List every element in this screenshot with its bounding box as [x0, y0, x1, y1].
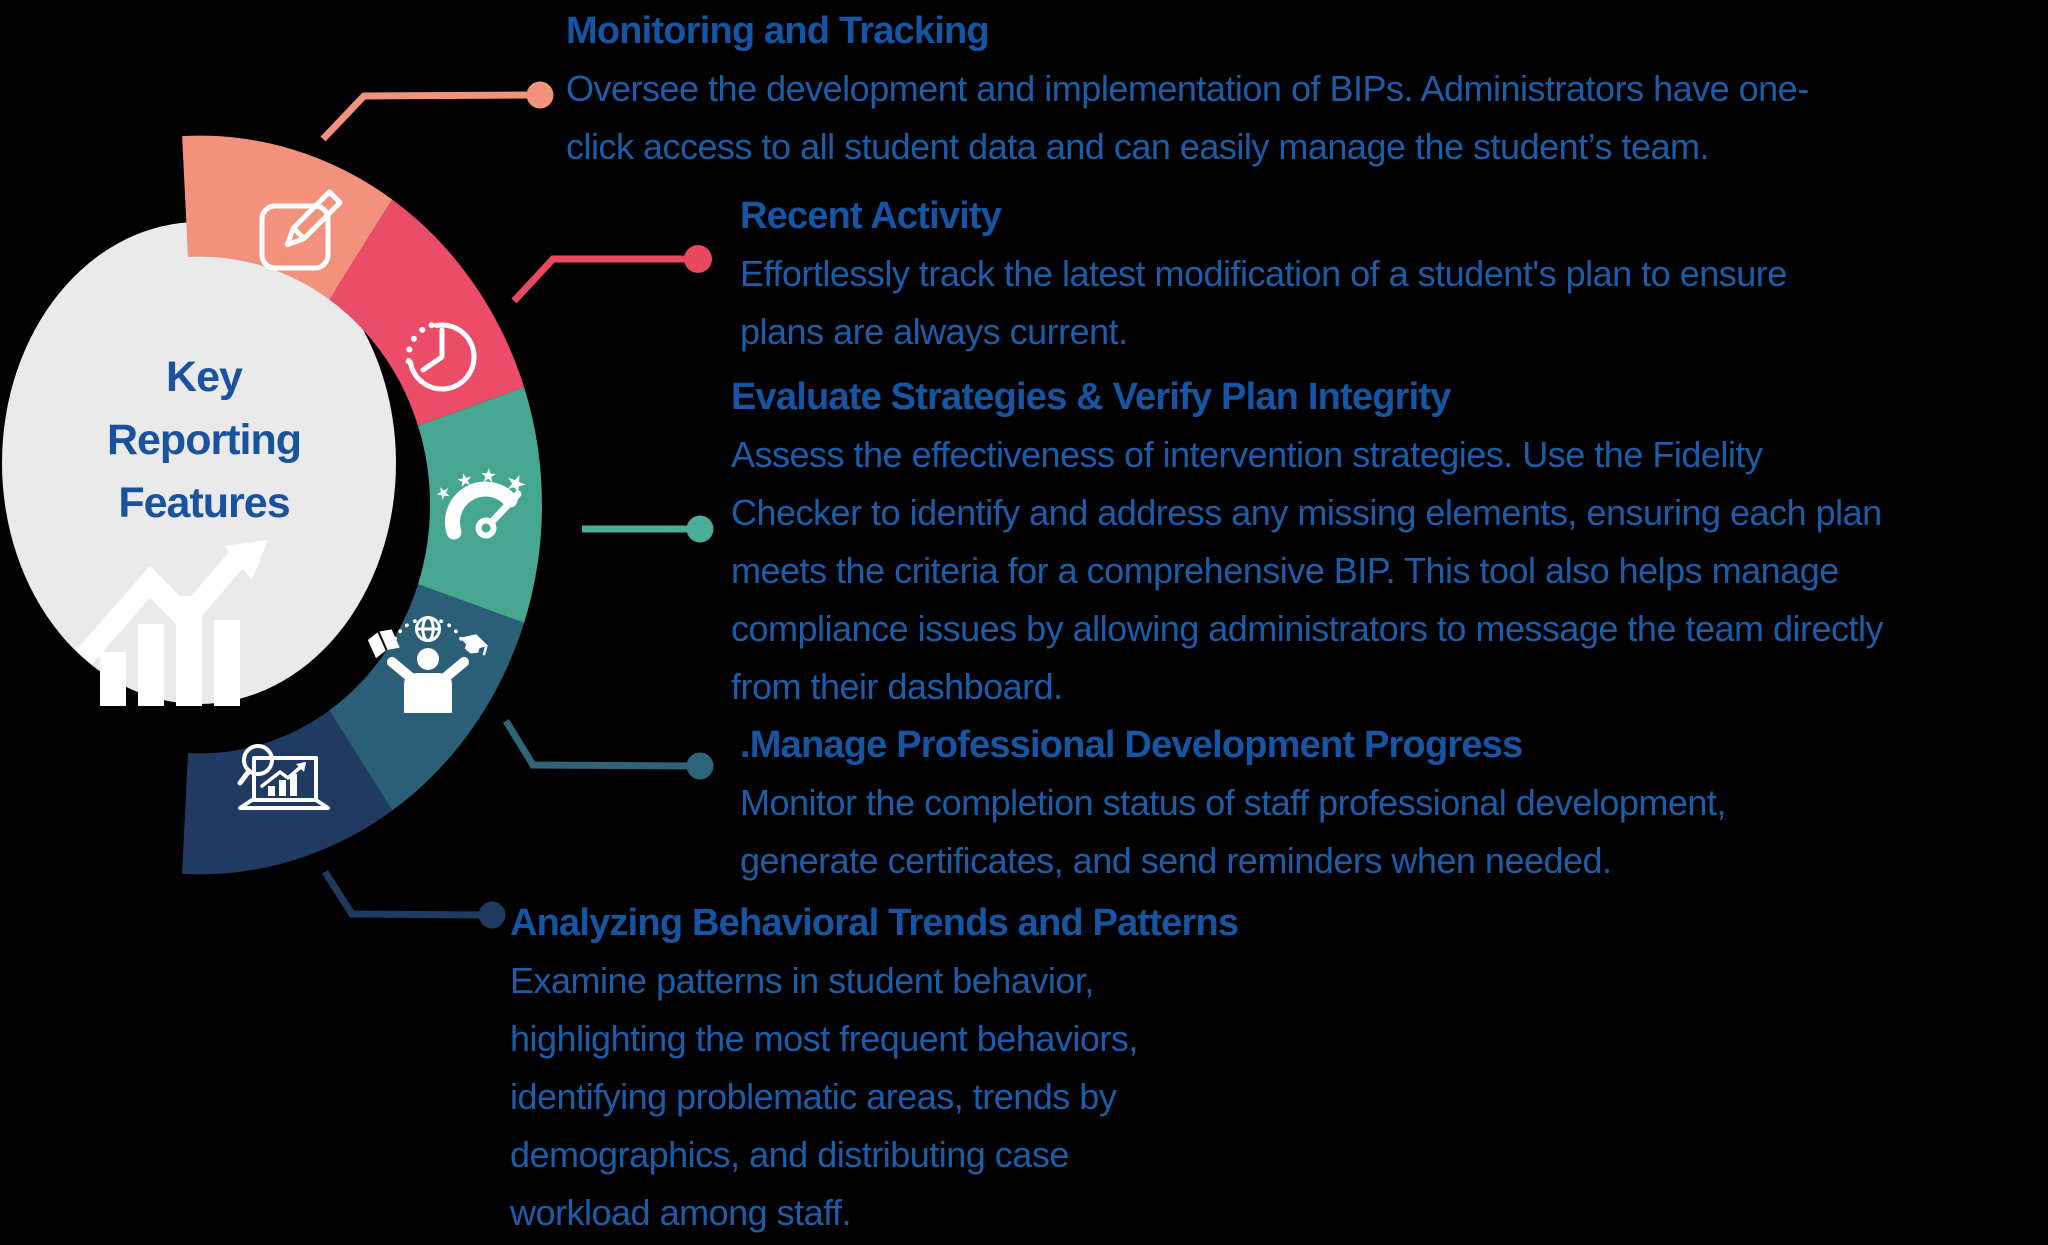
feature-line: Assess the effectiveness of intervention…	[731, 434, 1763, 475]
feature-description: Assess the effectiveness of intervention…	[731, 426, 1884, 716]
feature-line: workload among staff.	[510, 1192, 852, 1233]
feature-line: compliance issues by allowing administra…	[731, 608, 1884, 649]
feature-evaluate-strategies: Evaluate Strategies & Verify Plan Integr…	[731, 368, 1884, 716]
feature-line: demographics, and distributing case	[510, 1134, 1069, 1175]
center-title-line: Key	[166, 353, 243, 401]
clock-icon	[405, 322, 477, 392]
connector-dot-evaluate	[686, 515, 714, 543]
feature-line: Monitor the completion status of staff p…	[740, 782, 1726, 823]
feature-line: highlighting the most frequent behaviors…	[510, 1018, 1138, 1059]
ring	[182, 135, 542, 875]
connector-professional-development	[503, 719, 701, 770]
center-title-line: Features	[118, 479, 290, 527]
feature-description: Examine patterns in student behavior, hi…	[510, 952, 1238, 1242]
connector-dot-monitoring	[526, 81, 554, 109]
connector-recent-activity	[511, 255, 698, 304]
feature-behavioral-trends: Analyzing Behavioral Trends and Patterns…	[510, 894, 1239, 1242]
feature-monitoring-and-tracking: Monitoring and Tracking Oversee the deve…	[566, 2, 1809, 176]
svg-text:★: ★	[455, 469, 475, 493]
center-title-line: Reporting	[106, 416, 302, 464]
feature-professional-development: .Manage Professional Development Progres…	[740, 716, 1726, 890]
feature-line: Oversee the development and implementati…	[566, 68, 1809, 109]
center-circle-title: Key Reporting Features	[0, 346, 408, 535]
connector-dot-professional-development	[686, 752, 714, 780]
feature-line: click access to all student data and can…	[566, 126, 1710, 167]
growth-chart-icon	[76, 540, 268, 706]
feature-line: Checker to identify and address any miss…	[731, 492, 1882, 533]
feature-title: Recent Activity	[740, 195, 1002, 237]
ring-segment-monitoring	[182, 135, 393, 300]
graduation-cap-icon	[459, 634, 489, 656]
feature-line: generate certificates, and send reminder…	[740, 840, 1612, 881]
gauge-stars-icon: ★ ★ ★ ★	[432, 464, 531, 540]
connector-monitoring	[320, 91, 541, 142]
analytics-laptop-icon	[237, 744, 330, 810]
feature-recent-activity: Recent Activity Effortlessly track the l…	[740, 187, 1787, 361]
feature-title: .Manage Professional Development Progres…	[740, 724, 1523, 766]
feature-title: Analyzing Behavioral Trends and Patterns	[510, 902, 1239, 944]
feature-line: Effortlessly track the latest modificati…	[740, 253, 1787, 294]
feature-line: meets the criteria for a comprehensive B…	[731, 550, 1839, 591]
ring-segment-behavioral-trends	[182, 710, 393, 875]
feature-title: Monitoring and Tracking	[566, 10, 990, 52]
connector-dot-behavioral-trends	[478, 901, 506, 929]
feature-line: Examine patterns in student behavior,	[510, 960, 1094, 1001]
connector-behavioral-trends	[322, 870, 493, 919]
connector-dot-recent-activity	[684, 245, 712, 273]
feature-line: identifying problematic areas, trends by	[510, 1076, 1117, 1117]
feature-line: from their dashboard.	[731, 666, 1063, 707]
connectors	[320, 91, 701, 919]
feature-description: Oversee the development and implementati…	[566, 60, 1809, 176]
feature-description: Monitor the completion status of staff p…	[740, 774, 1726, 890]
svg-text:★: ★	[479, 464, 498, 487]
globe-icon	[415, 616, 441, 642]
connector-dots	[478, 81, 714, 929]
feature-line: plans are always current.	[740, 311, 1128, 352]
ring-segment-evaluate	[418, 387, 542, 623]
feature-description: Effortlessly track the latest modificati…	[740, 245, 1787, 361]
center-circle	[2, 222, 396, 704]
book-icon	[367, 629, 400, 659]
ring-segment-recent-activity	[329, 199, 525, 426]
edit-pencil-icon	[259, 189, 343, 271]
person-learning-icon	[367, 616, 489, 713]
feature-title: Evaluate Strategies & Verify Plan Integr…	[731, 376, 1451, 418]
